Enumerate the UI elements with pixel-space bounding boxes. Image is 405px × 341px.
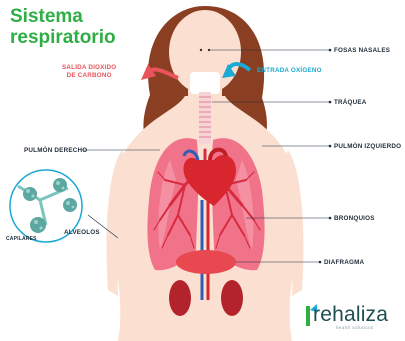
brand-name: rehaliza: [313, 303, 388, 327]
label-right-lung: PULMÓN DERECHO: [24, 147, 87, 154]
brand-tagline: health solutions: [336, 325, 374, 330]
kidney-right: [221, 280, 243, 316]
label-exhale-line1: SALIDA DIOXIDO: [62, 64, 116, 72]
trachea: [199, 92, 211, 144]
page-title: Sistema respiratorio: [10, 6, 116, 48]
leader-dots: [319, 49, 332, 264]
label-bronchi: BRONQUIOS: [334, 215, 375, 222]
diaphragm: [176, 250, 236, 274]
title-line1: Sistema: [10, 6, 116, 27]
label-exhale-line2: DE CARBONO: [62, 72, 116, 80]
nostril-right: [208, 49, 210, 51]
mouth-area: [190, 72, 220, 94]
label-nasal: FOSAS NASALES: [334, 47, 390, 54]
label-diaphragm: DIAFRAGMA: [324, 259, 364, 266]
label-capillaries: CAPILARES: [6, 236, 37, 242]
nostril-left: [200, 49, 202, 51]
title-line2: respiratorio: [10, 27, 116, 48]
label-inhale: ENTRADA OXÍGENO: [257, 67, 322, 74]
label-alveoli: ALVEOLOS: [64, 229, 100, 236]
kidney-left: [169, 280, 191, 316]
label-trachea: TRÁQUEA: [334, 99, 367, 106]
label-left-lung: PULMÓN IZQUIERDO: [334, 143, 401, 150]
label-exhale: SALIDA DIOXIDO DE CARBONO: [62, 64, 116, 80]
